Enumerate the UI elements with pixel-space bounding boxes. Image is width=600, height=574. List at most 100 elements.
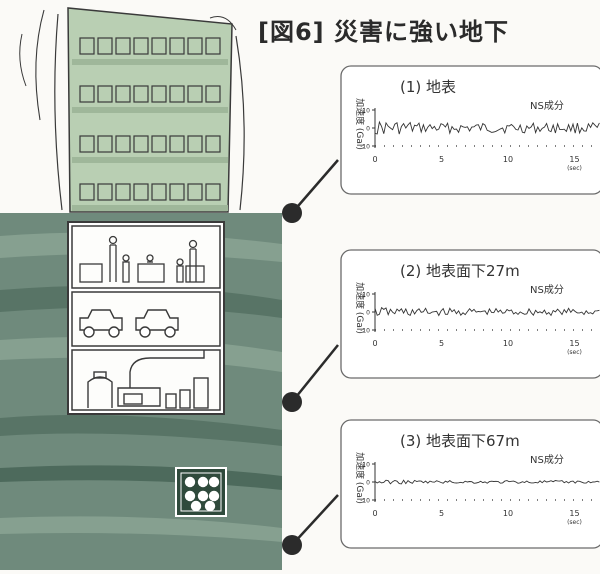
y-tick-label: 10 bbox=[362, 292, 370, 299]
window bbox=[205, 37, 221, 55]
window bbox=[79, 85, 95, 103]
y-tick-label: -10 bbox=[360, 498, 370, 505]
floor-machinery bbox=[71, 349, 221, 411]
waveform bbox=[374, 479, 600, 485]
window bbox=[151, 37, 167, 55]
window bbox=[169, 37, 185, 55]
window bbox=[79, 135, 95, 153]
x-unit-label: (sec) bbox=[567, 165, 582, 172]
measurement-point bbox=[282, 392, 302, 412]
window bbox=[97, 37, 113, 55]
y-tick-label: 10 bbox=[362, 462, 370, 469]
y-axis-label: 加速度 (Gal) bbox=[354, 452, 366, 504]
pipe bbox=[184, 476, 196, 488]
y-tick-label: -10 bbox=[360, 144, 370, 151]
window bbox=[151, 85, 167, 103]
window bbox=[205, 183, 221, 201]
underground-building bbox=[67, 221, 225, 415]
pipe bbox=[197, 490, 209, 502]
x-tick-label: 5 bbox=[439, 155, 444, 164]
floor-office bbox=[71, 225, 221, 289]
window bbox=[169, 183, 185, 201]
window bbox=[79, 37, 95, 55]
measurement-point bbox=[282, 535, 302, 555]
measurement-point bbox=[282, 203, 302, 223]
pipe bbox=[184, 490, 196, 502]
window bbox=[133, 85, 149, 103]
floor-parking bbox=[71, 291, 221, 347]
pipe bbox=[208, 476, 220, 488]
window bbox=[133, 37, 149, 55]
x-tick-label: 5 bbox=[439, 339, 444, 348]
window bbox=[187, 37, 203, 55]
x-unit-label: (sec) bbox=[567, 349, 582, 356]
window bbox=[115, 37, 131, 55]
window-rows bbox=[72, 37, 228, 211]
building-above-ground bbox=[19, 7, 245, 213]
window bbox=[151, 183, 167, 201]
pipe bbox=[197, 476, 209, 488]
sway-line bbox=[35, 9, 45, 121]
window bbox=[169, 85, 185, 103]
window bbox=[115, 135, 131, 153]
x-tick-label: 0 bbox=[372, 509, 377, 518]
window bbox=[115, 85, 131, 103]
pipe bbox=[204, 500, 216, 512]
pipe bbox=[208, 490, 220, 502]
sway-line bbox=[209, 16, 237, 31]
pipe bbox=[190, 500, 202, 512]
window bbox=[97, 183, 113, 201]
office-people-icon bbox=[79, 235, 205, 283]
x-tick-label: 5 bbox=[439, 509, 444, 518]
y-tick-label: -10 bbox=[360, 328, 370, 335]
x-tick-label: 10 bbox=[503, 509, 513, 518]
window bbox=[169, 135, 185, 153]
sway-line bbox=[19, 33, 27, 87]
figure-title: [図6] 災害に強い地下 bbox=[258, 18, 509, 46]
component-label: NS成分 bbox=[530, 100, 564, 112]
y-tick-label: 0 bbox=[366, 310, 370, 317]
y-tick-label: 10 bbox=[362, 108, 370, 115]
machinery-icon bbox=[87, 350, 209, 409]
window bbox=[97, 85, 113, 103]
component-label: NS成分 bbox=[530, 284, 564, 296]
component-label: NS成分 bbox=[530, 454, 564, 466]
window bbox=[187, 85, 203, 103]
connector-lines bbox=[291, 159, 339, 546]
window bbox=[115, 183, 131, 201]
x-tick-label: 0 bbox=[372, 339, 377, 348]
sway-line bbox=[54, 13, 63, 211]
window bbox=[133, 135, 149, 153]
window bbox=[205, 135, 221, 153]
y-axis-label: 加速度 (Gal) bbox=[354, 98, 366, 150]
window bbox=[79, 183, 95, 201]
window bbox=[205, 85, 221, 103]
window bbox=[187, 183, 203, 201]
measurement-points bbox=[282, 203, 302, 555]
x-tick-label: 15 bbox=[569, 509, 579, 518]
sway-line bbox=[235, 35, 245, 211]
window bbox=[133, 183, 149, 201]
y-tick-label: 0 bbox=[366, 126, 370, 133]
waveform bbox=[374, 120, 600, 135]
pipe-bundle-icon bbox=[184, 476, 220, 512]
waveform bbox=[374, 306, 600, 317]
tunnel-box bbox=[175, 467, 227, 517]
window bbox=[151, 135, 167, 153]
x-tick-label: 15 bbox=[569, 155, 579, 164]
window bbox=[97, 135, 113, 153]
soil-layer bbox=[0, 414, 282, 446]
x-tick-label: 10 bbox=[503, 339, 513, 348]
panel-label: (1) 地表 bbox=[400, 78, 456, 96]
x-tick-label: 10 bbox=[503, 155, 513, 164]
soil-layer bbox=[0, 516, 282, 542]
y-axis-label: 加速度 (Gal) bbox=[354, 282, 366, 334]
y-tick-label: 0 bbox=[366, 480, 370, 487]
panel-frame bbox=[340, 249, 600, 379]
panel-frame bbox=[340, 419, 600, 549]
